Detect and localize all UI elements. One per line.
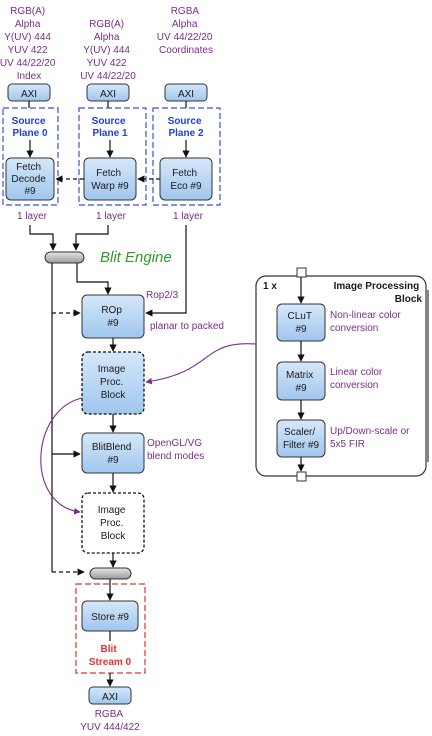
store-label: Store #9 (91, 612, 129, 623)
output-mux (89, 567, 132, 580)
blitblend-label: BlitBlend #9 (92, 442, 134, 466)
source-plane-label: Source Plane 0 (12, 116, 49, 139)
engine-title: Blit Engine (100, 249, 172, 266)
fetch-eco-unit (159, 157, 213, 201)
clut-label: CLuT #9 (287, 311, 314, 335)
source-plane-0: RGB(A) Alpha Y(UV) 444 YUV 422 UV 44/22/… (0, 6, 59, 222)
fetch-eco-label: Fetch Eco #9 (170, 168, 202, 192)
image-proc-block-2: Image Proc. Block (81, 492, 145, 554)
layer-label: 1 layer (17, 211, 48, 222)
fetch-decode-unit (5, 157, 55, 201)
blitblend-box (81, 432, 145, 474)
axi-label: AXI (21, 89, 37, 100)
image-proc-label: Image Proc. Block (98, 364, 129, 401)
clut-unit (276, 303, 326, 342)
matrix-description: Linear color conversion (330, 367, 385, 391)
axi-label: AXI (178, 89, 194, 100)
source-plane-2: RGBA Alpha UV 44/22/20 Coordinates AXI S… (152, 6, 221, 222)
blend-mux (44, 251, 85, 264)
source-plane-label: Source Plane 2 (168, 116, 205, 139)
rop-annotation: Rop2/3 (146, 290, 179, 301)
format-list: RGBA Alpha UV 44/22/20 Coordinates (157, 6, 215, 56)
source-plane-1: RGB(A) Alpha Y(UV) 444 YUV 422 UV 44/22/… (78, 19, 147, 222)
rop-box (81, 294, 145, 339)
proc-block-reuse-link (40, 397, 83, 515)
format-list: RGB(A) Alpha Y(UV) 444 YUV 422 UV 44/22/… (0, 6, 58, 82)
detail-output-port (296, 471, 307, 482)
detail-title: Image Processing Block (334, 281, 423, 305)
image-processing-detail: 1 x Image Processing Block CLuT #9 Non-l… (255, 267, 429, 482)
image-proc-label: Image Proc. Block (98, 505, 129, 542)
output-axi-port (88, 686, 132, 705)
clut-description: Non-linear color conversion (330, 310, 403, 334)
blit-stream-label: Blit Stream 0 (89, 644, 132, 668)
rop-unit: ROp #9 Rop2/3 planar to packed (81, 290, 224, 339)
output-format-list: RGBA YUV 444/422 (80, 709, 140, 733)
fetch-warp-label: Fetch Warp #9 (91, 168, 129, 192)
rop-annotation: planar to packed (150, 321, 224, 332)
fetch-warp-unit (83, 157, 137, 201)
rop-label: ROp #9 (101, 305, 124, 329)
image-proc-box (81, 351, 145, 415)
source-plane-label: Source Plane 1 (92, 116, 129, 139)
output-axi-label: AXI (102, 692, 118, 703)
blitblend-annotation: OpenGL/VG (147, 438, 202, 449)
blitblend-unit: BlitBlend #9 OpenGL/VG blend modes (81, 432, 204, 474)
matrix-unit (276, 361, 326, 401)
format-list: RGB(A) Alpha Y(UV) 444 YUV 422 UV 44/22/… (80, 19, 136, 82)
layer-label: 1 layer (173, 211, 204, 222)
blitblend-annotation: blend modes (147, 451, 204, 462)
detail-multiplier: 1 x (263, 281, 277, 292)
detail-input-port (296, 267, 307, 278)
mux-inputs (29, 225, 187, 317)
scaler-filter-unit (276, 419, 326, 458)
source-plane-frame (152, 107, 221, 206)
scaler-filter-description: Up/Down-scale or 5x5 FIR (330, 426, 412, 450)
source-plane-frame (2, 107, 59, 206)
source-plane-frame (78, 107, 147, 206)
detail-reference-link (145, 343, 257, 385)
layer-label: 1 layer (96, 211, 127, 222)
fetch-decode-label: Fetch Decode #9 (11, 162, 48, 197)
scaler-filter-label: Scaler/ Filter #9 (283, 427, 320, 451)
image-proc-block-1: Image Proc. Block (81, 351, 145, 415)
matrix-label: Matrix #9 (286, 370, 316, 394)
axi-label: AXI (100, 89, 116, 100)
mux-outputs (51, 263, 112, 576)
